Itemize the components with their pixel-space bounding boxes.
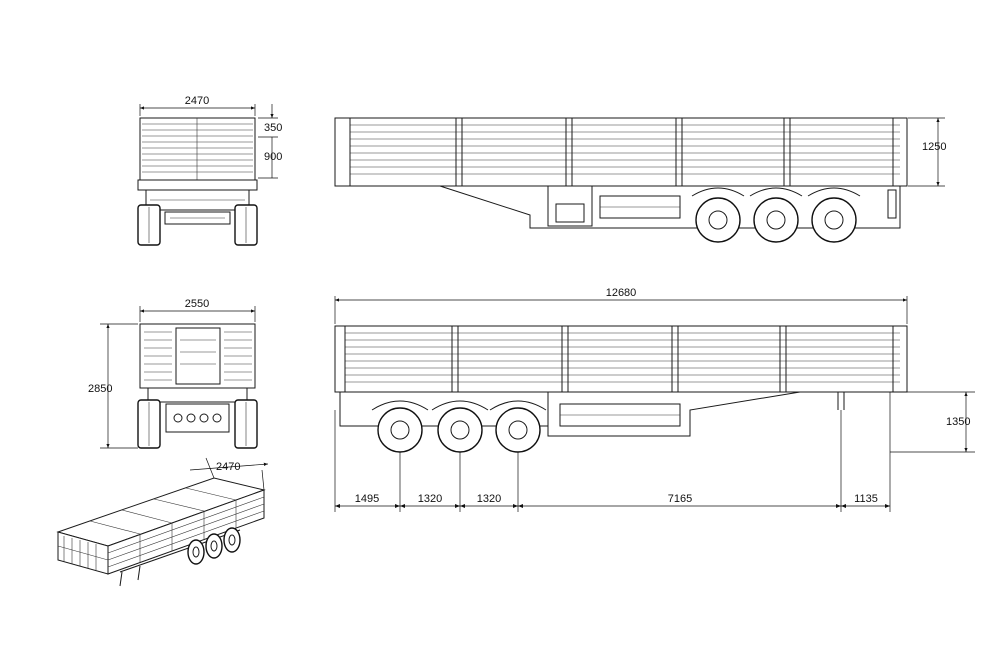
isometric-view xyxy=(56,477,266,587)
dim-label-seg-2: 1320 xyxy=(418,493,442,505)
dim-label-front-height: 2850 xyxy=(88,383,112,395)
rear-view xyxy=(137,117,258,246)
dim-label-seg-4: 7165 xyxy=(668,493,692,505)
dim-label-seg-1: 1495 xyxy=(355,493,379,505)
front-view xyxy=(137,323,258,449)
dimension-iso-width: 2470 xyxy=(189,457,269,491)
side-view-top xyxy=(334,117,908,243)
dim-label-top-rear-lower-height: 900 xyxy=(264,151,282,163)
dimension-chain: 1495 1320 1320 7165 1135 xyxy=(334,392,891,512)
dimension-rear-width: 2470 xyxy=(139,95,256,116)
dim-label-overall-length: 12680 xyxy=(606,287,637,299)
dimension-side-height: 1350 xyxy=(890,391,975,453)
dim-label-top-rear-width: 2470 xyxy=(185,95,209,107)
dim-label-top-side-height: 1250 xyxy=(922,141,946,153)
dim-label-side-height: 1350 xyxy=(946,416,970,428)
dim-label-seg-5: 1135 xyxy=(854,493,878,505)
dimension-rear-heights: 350 900 xyxy=(258,104,282,179)
dimension-side-top-height: 1250 xyxy=(908,117,946,187)
side-view-main xyxy=(334,325,908,453)
dimension-front-width: 2550 xyxy=(139,298,256,322)
dim-label-top-rear-upper-height: 350 xyxy=(264,122,282,134)
dim-label-iso-width: 2470 xyxy=(216,461,240,473)
dimension-front-height: 2850 xyxy=(88,323,138,449)
dim-label-seg-3: 1320 xyxy=(477,493,501,505)
dimension-overall-length: 12680 xyxy=(334,287,908,324)
dim-label-front-width: 2550 xyxy=(185,298,209,310)
